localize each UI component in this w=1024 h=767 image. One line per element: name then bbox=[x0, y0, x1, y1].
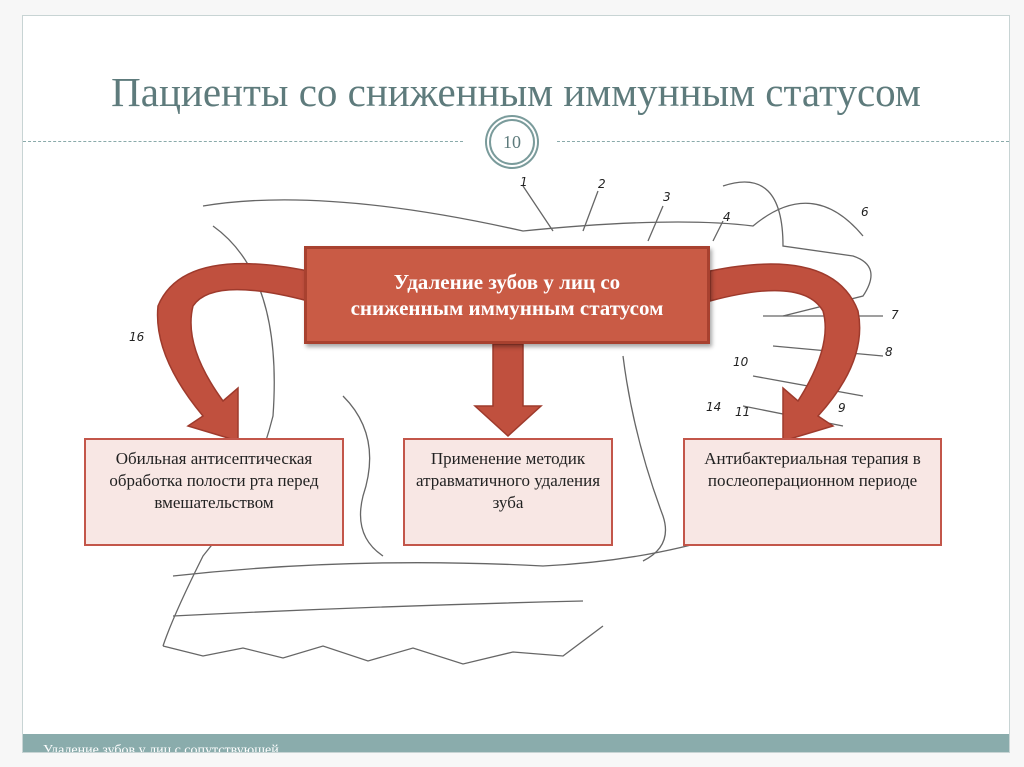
divider-left bbox=[23, 141, 463, 142]
figure-label: 3 bbox=[663, 190, 671, 204]
central-topic-box: Удаление зубов у лиц со сниженным иммунн… bbox=[304, 246, 710, 344]
figure-label: 6 bbox=[861, 205, 869, 219]
anatomy-illustration: 1 2 3 4 6 7 8 9 10 11 14 16 bbox=[129, 175, 899, 665]
footer-bar: Удаление зубов у лиц с сопутствующей bbox=[23, 734, 1009, 752]
figure-label: 7 bbox=[891, 308, 899, 322]
box-antibacterial-therapy: Антибактериальная терапия в послеопераци… bbox=[683, 438, 942, 546]
figure-label: 9 bbox=[838, 401, 846, 415]
figure-label: 1 bbox=[520, 175, 528, 189]
box-atraumatic-extraction: Применение методик атравматичного удален… bbox=[403, 438, 613, 546]
slide: Пациенты со сниженным иммунным статусом … bbox=[22, 15, 1010, 753]
figure-label: 4 bbox=[723, 210, 731, 224]
arrow-left bbox=[156, 262, 309, 443]
arrow-down bbox=[473, 343, 543, 438]
figure-label: 16 bbox=[129, 330, 145, 344]
slide-title: Пациенты со сниженным иммунным статусом bbox=[111, 69, 921, 115]
slide-number: 10 bbox=[489, 119, 535, 165]
figure-label: 10 bbox=[733, 355, 749, 369]
arrow-right bbox=[709, 263, 861, 443]
figure-label: 14 bbox=[706, 400, 721, 414]
box-antiseptic: Обильная антисептическая обработка полос… bbox=[84, 438, 344, 546]
divider-right bbox=[557, 141, 1009, 142]
footer-text: Удаление зубов у лиц с сопутствующей bbox=[43, 743, 279, 752]
figure-label: 2 bbox=[598, 177, 606, 191]
figure-label: 8 bbox=[885, 345, 893, 359]
figure-label: 11 bbox=[735, 405, 750, 419]
